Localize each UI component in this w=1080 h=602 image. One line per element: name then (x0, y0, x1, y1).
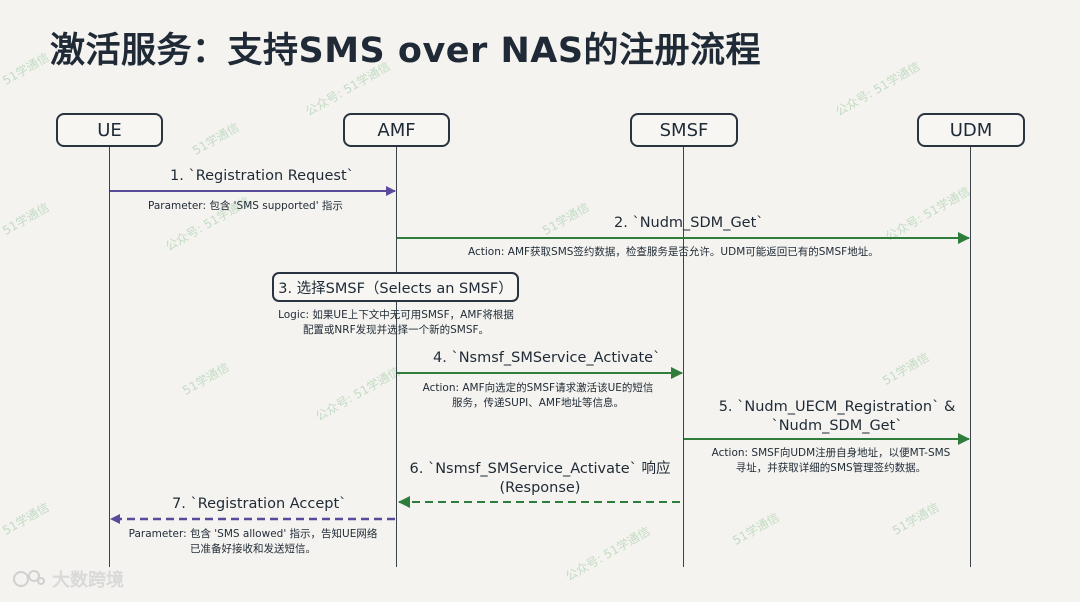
step-3-select-smsf-box: 3. 选择SMSF（Selects an SMSF） (272, 272, 519, 302)
page-title: 激活服务：支持SMS over NAS的注册流程 (50, 31, 762, 71)
lifeline-amf (396, 147, 397, 567)
step-1-label: 1. `Registration Request` (170, 168, 354, 184)
step-4-label: 4. `Nsmsf_SMService_Activate` (433, 350, 661, 366)
step-7-note-line-2: 已准备好接收和发送短信。 (190, 543, 316, 555)
step-7-note-line-1: Parameter: 包含 'SMS allowed' 指示，告知UE网络 (128, 528, 378, 540)
step-4-note: Action: AMF向选定的SMSF请求激活该UE的短信 服务，传递SUPI、… (410, 381, 666, 411)
footer-brand-name: 大数跨境 (52, 570, 124, 591)
step-5-note-line-2: 寻址，并获取详细的SMS管理签约数据。 (735, 462, 927, 474)
actor-amf: AMF (343, 113, 450, 147)
step-3-note-line-2: 配置或NRF发现并选择一个新的SMSF。 (302, 324, 490, 336)
step-5-note: Action: SMSF向UDM注册自身地址，以便MT-SMS 寻址，并获取详细… (698, 446, 964, 476)
step-2-note: Action: AMF获取SMS签约数据，检查服务是否允许。UDM可能返回已有的… (468, 246, 879, 258)
step-1-note: Parameter: 包含 'SMS supported' 指示 (148, 200, 343, 212)
footer-brand: 大数跨境 (12, 566, 124, 592)
step-7-label: 7. `Registration Accept` (172, 496, 347, 512)
lifeline-smsf (683, 147, 684, 567)
step-6-label: 6. `Nsmsf_SMService_Activate` 响应 (Respon… (405, 460, 675, 498)
brand-logo-icon (13, 570, 45, 587)
actor-udm: UDM (917, 113, 1025, 147)
step-4-note-line-2: 服务，传递SUPI、AMF地址等信息。 (451, 397, 625, 409)
step-3-note: Logic: 如果UE上下文中无可用SMSF，AMF将根据 配置或NRF发现并选… (270, 308, 522, 338)
step-7-note: Parameter: 包含 'SMS allowed' 指示，告知UE网络 已准… (118, 527, 388, 557)
step-6-label-line-1: 6. `Nsmsf_SMService_Activate` 响应 (409, 461, 671, 477)
actor-ue: UE (56, 113, 163, 147)
lifeline-udm (970, 147, 971, 567)
actor-smsf: SMSF (630, 113, 738, 147)
step-5-label-line-1: 5. `Nudm_UECM_Registration` & (718, 399, 956, 415)
step-2-label: 2. `Nudm_SDM_Get` (614, 215, 764, 231)
step-3-note-line-1: Logic: 如果UE上下文中无可用SMSF，AMF将根据 (278, 309, 514, 321)
step-6-label-line-2: (Response) (499, 480, 581, 496)
lifeline-ue (109, 147, 110, 567)
step-5-label-line-2: `Nudm_SDM_Get` (771, 418, 903, 434)
step-4-note-line-1: Action: AMF向选定的SMSF请求激活该UE的短信 (422, 382, 654, 394)
step-5-label: 5. `Nudm_UECM_Registration` & `Nudm_SDM_… (707, 398, 967, 436)
step-5-note-line-1: Action: SMSF向UDM注册自身地址，以便MT-SMS (711, 447, 951, 459)
